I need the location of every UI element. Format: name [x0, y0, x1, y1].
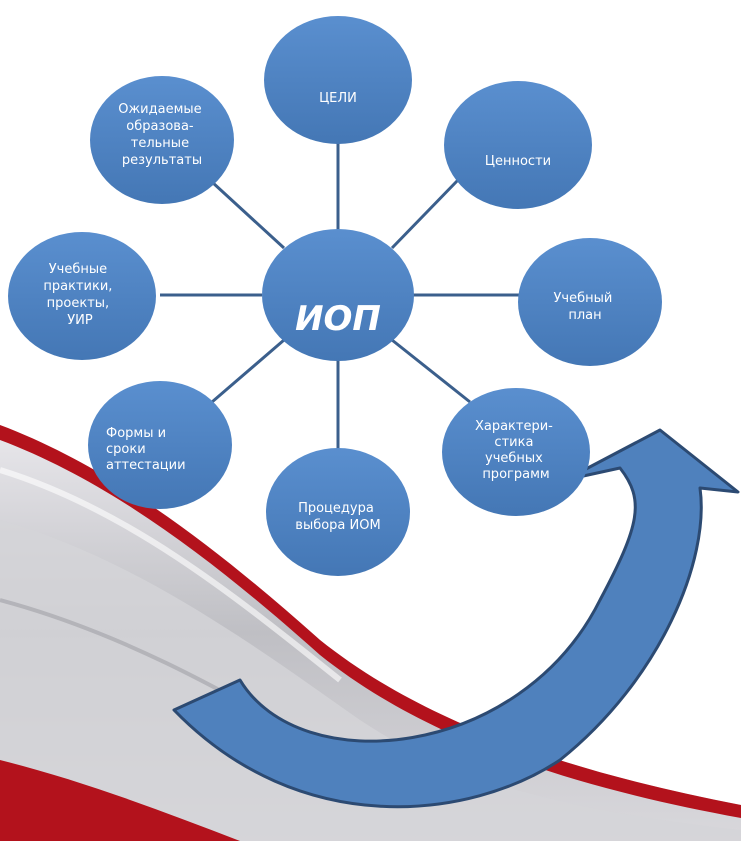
node-programs: Характери- стика учебных программ — [442, 388, 590, 516]
connector-results — [210, 180, 286, 250]
center-label: ИОП — [295, 299, 381, 339]
node-curriculum-label: Учебный план — [554, 291, 617, 323]
node-programs-line: Характери- — [475, 419, 553, 434]
node-results-label: Ожидаемые образова- тельные результаты — [118, 102, 206, 168]
node-selection-label: Процедура выбора ИОМ — [295, 501, 380, 533]
node-practices-line: УИР — [67, 313, 93, 328]
node-results-line: Ожидаемые — [118, 102, 201, 117]
curved-arrow — [172, 428, 740, 809]
node-goals-line: ЦЕЛИ — [319, 91, 357, 106]
node-attestation-line: сроки — [106, 442, 146, 457]
connectors — [160, 138, 520, 455]
node-curriculum-line: план — [568, 308, 601, 323]
node-programs-line: программ — [482, 467, 549, 482]
node-practices-line: практики, — [43, 279, 112, 294]
node-values-line: Ценности — [485, 154, 551, 169]
node-selection-line: Процедура — [298, 501, 374, 516]
connector-values — [390, 178, 460, 250]
node-goals-label: ЦЕЛИ — [319, 91, 357, 106]
connector-programs — [391, 338, 471, 404]
node-values: Ценности — [444, 81, 592, 209]
node-practices-label: Учебные практики, проекты, УИР — [43, 262, 116, 328]
node-results-line: тельные — [131, 136, 189, 151]
node-practices-line: проекты, — [47, 296, 110, 311]
node-practices: Учебные практики, проекты, УИР — [8, 232, 156, 360]
node-results-line: результаты — [122, 153, 202, 168]
node-values-label: Ценности — [485, 154, 551, 169]
node-selection-line: выбора ИОМ — [295, 518, 380, 533]
node-curriculum: Учебный план — [518, 238, 662, 366]
node-attestation-label: Формы и сроки аттестации — [106, 426, 186, 473]
node-attestation-line: Формы и — [106, 426, 166, 441]
connector-attestation — [211, 338, 285, 404]
node-practices-line: Учебные — [49, 262, 107, 277]
node-curriculum-line: Учебный — [554, 291, 613, 306]
node-center: ИОП — [262, 229, 414, 361]
node-goals: ЦЕЛИ — [264, 16, 412, 144]
node-results-line: образова- — [126, 119, 194, 134]
node-programs-line: стика — [494, 435, 533, 450]
node-selection: Процедура выбора ИОМ — [266, 448, 410, 576]
node-programs-label: Характери- стика учебных программ — [475, 419, 557, 482]
node-attestation-line: аттестации — [106, 458, 186, 473]
node-attestation: Формы и сроки аттестации — [88, 381, 232, 509]
node-programs-line: учебных — [485, 451, 543, 466]
node-results: Ожидаемые образова- тельные результаты — [90, 76, 234, 204]
